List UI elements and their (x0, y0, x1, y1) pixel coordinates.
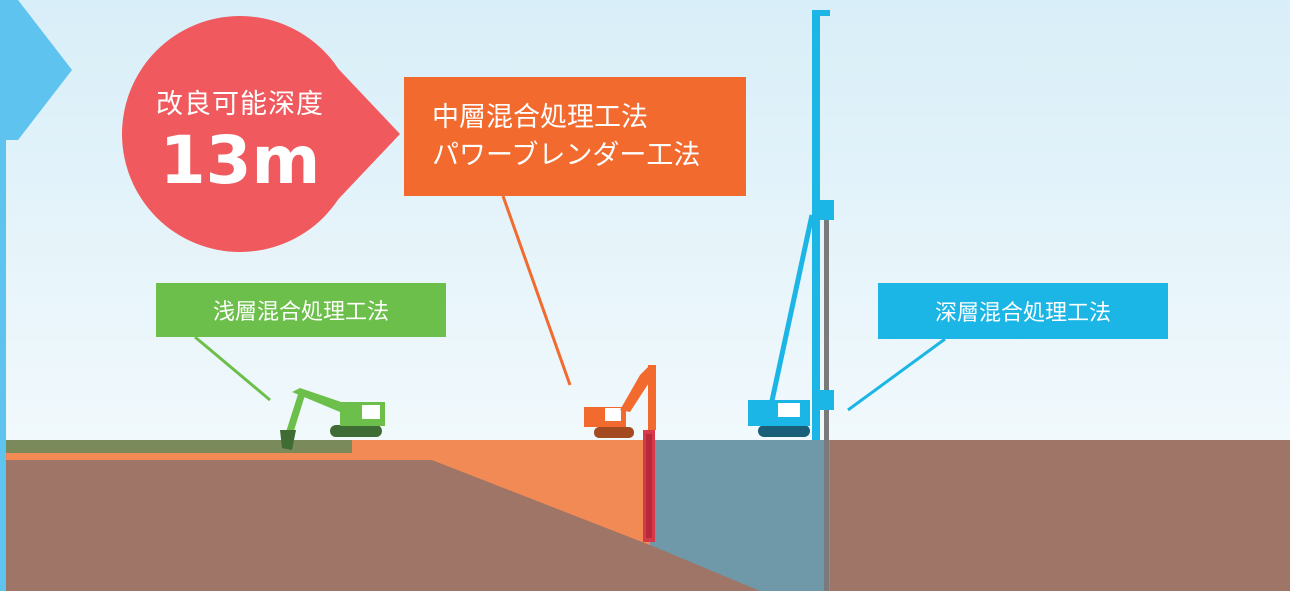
mid-method-name: 中層混合処理工法 (432, 101, 648, 133)
depth-bubble (122, 16, 400, 252)
deep-improvement-zone (650, 440, 830, 591)
mid-method-label: 中層混合処理工法 パワーブレンダー工法 (404, 77, 746, 196)
deep-method-label: 深層混合処理工法 (878, 283, 1168, 339)
left-arrow[interactable] (0, 0, 72, 140)
leader-mid (501, 195, 572, 386)
deep-method-name: 深層混合処理工法 (934, 301, 1111, 326)
leader-deep (847, 337, 946, 412)
shallow-method-name: 浅層混合処理工法 (212, 300, 389, 325)
depth-bubble-text: 改良可能深度 13m (130, 82, 350, 199)
shallow-excavator (280, 388, 385, 450)
mid-method-product: パワーブレンダー工法 (432, 139, 701, 171)
left-arrow-bar (0, 0, 6, 591)
depth-value: 13m (159, 122, 321, 199)
shallow-method-label: 浅層混合処理工法 (156, 283, 446, 337)
deep-mixing-rig (748, 10, 834, 591)
leader-shallow (194, 335, 271, 402)
mid-improvement-zone-edge (0, 440, 650, 545)
depth-title: 改良可能深度 (156, 89, 324, 120)
shallow-improvement-layer (0, 440, 352, 453)
power-blender-machine (584, 365, 656, 542)
